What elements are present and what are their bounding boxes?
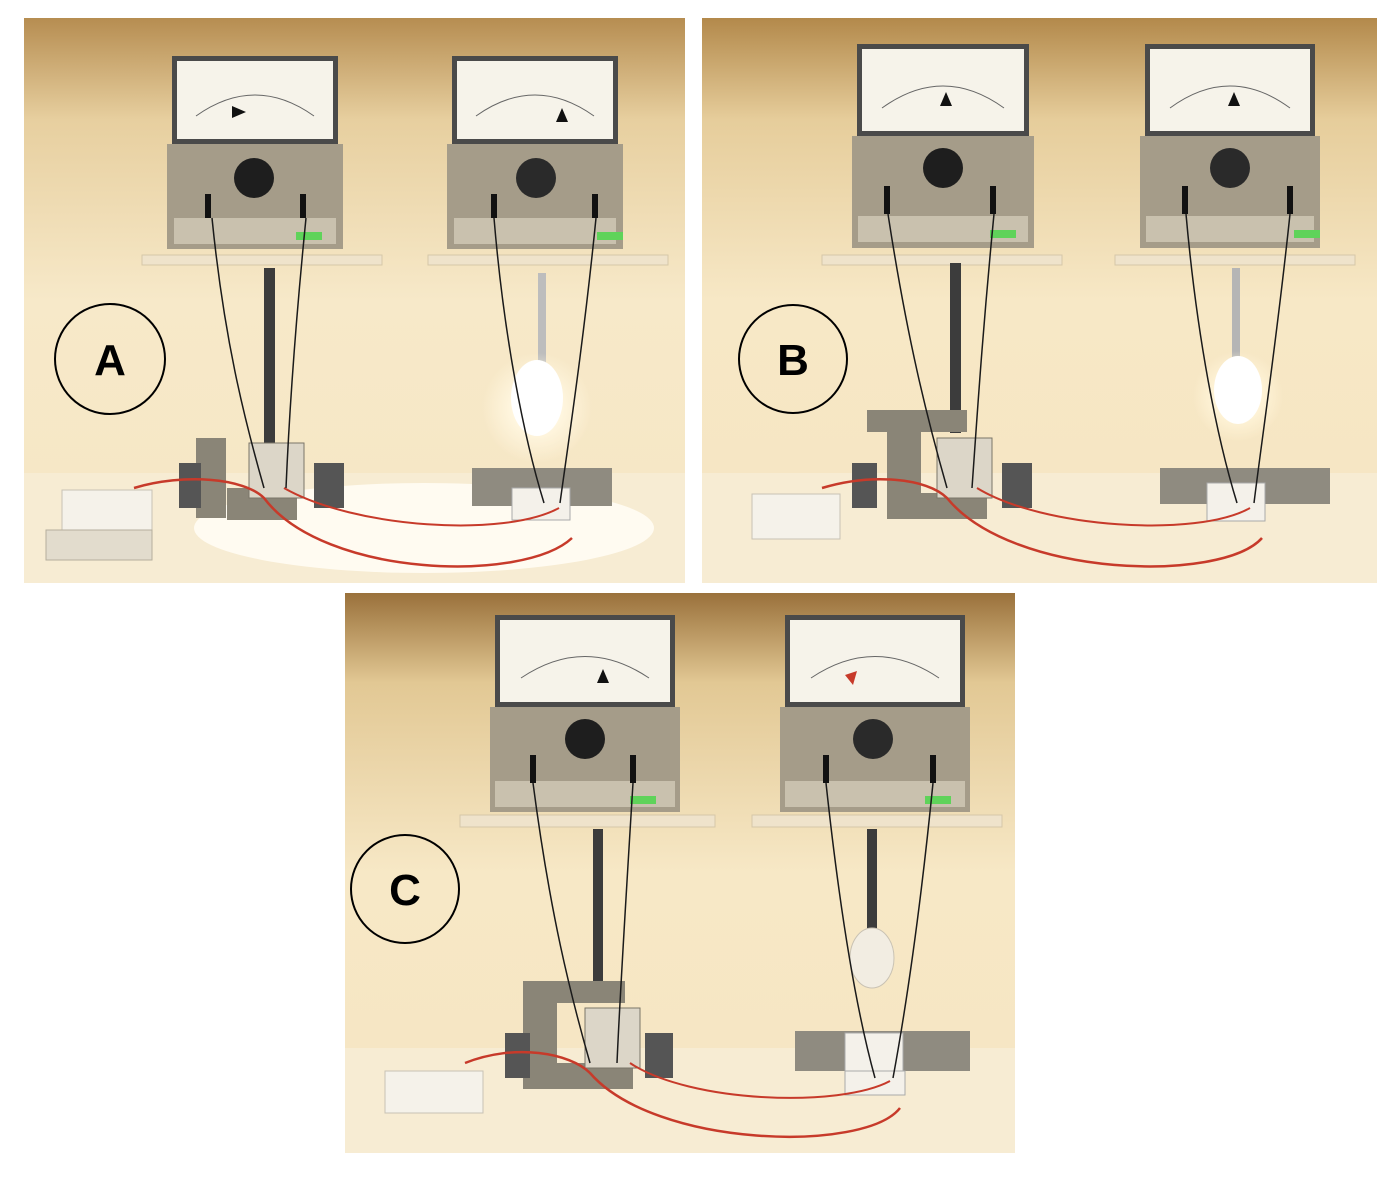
panel-a: A [24,18,685,583]
label-b-text: B [777,336,809,385]
ammeter-right [780,615,970,812]
label-circle-b: B [738,304,848,414]
voltmeter-left [852,44,1034,248]
panel-b: B [702,18,1377,583]
label-c-text: C [389,866,421,915]
voltmeter-left [167,56,343,249]
voltmeter-left [490,615,680,812]
panel-b-photo: B [702,18,1377,583]
ammeter-right [447,56,623,249]
panel-c-photo: C [345,593,1015,1153]
panel-c: C [345,593,1015,1153]
label-a-text: A [94,336,126,385]
label-circle-a: A [54,303,166,415]
panel-a-photo: A [24,18,685,583]
label-circle-c: C [350,834,460,944]
ammeter-right [1140,44,1320,248]
